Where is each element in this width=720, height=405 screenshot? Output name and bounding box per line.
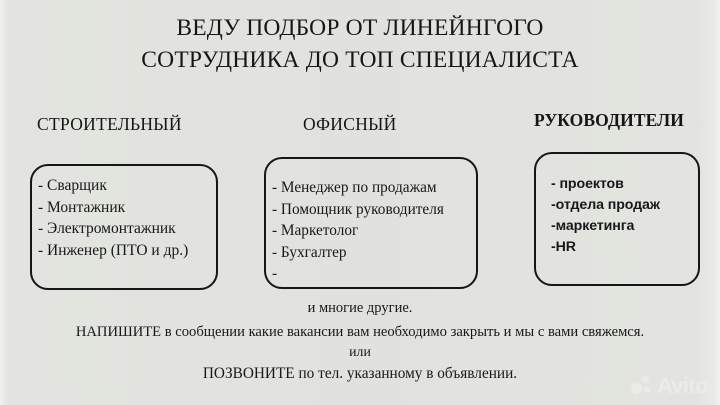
page-title-line-1: ВЕДУ ПОДБОР ОТ ЛИНЕЙНГОГО [176, 15, 544, 41]
list-office: - Менеджер по продажам - Помощник руково… [272, 177, 444, 285]
footer-block: и многие другие. НАПИШИТЕ в сообщении ка… [0, 299, 720, 385]
category-box-office [264, 157, 478, 289]
column-header-office: ОФИСНЫЙ [303, 114, 397, 134]
column-header-managers: РУКОВОДИТЕЛИ [534, 110, 684, 130]
footer-many-more: и многие другие. [307, 300, 413, 316]
list-item: - Помощник руководителя [272, 200, 444, 218]
footer-call-instruction: ПОЗВОНИТЕ по тел. указанному в объявлени… [202, 365, 518, 382]
category-box-construction [30, 164, 218, 290]
list-item: -маркетинга [551, 218, 635, 234]
list-item: - Инженер (ПТО и др.) [38, 241, 189, 259]
list-item: -отдела продаж [551, 197, 660, 213]
category-box-managers [534, 152, 700, 286]
list-item: -HR [551, 239, 576, 255]
page-title-line-2: СОТРУДНИКА ДО ТОП СПЕЦИАЛИСТА [141, 47, 579, 73]
list-item: - Сварщик [38, 177, 107, 194]
list-item: - Монтажник [38, 198, 126, 216]
column-header-construction: СТРОИТЕЛЬНЫЙ [37, 114, 182, 134]
list-item: - Электромонтажник [38, 220, 176, 237]
footer-write-instruction: НАПИШИТЕ в сообщении какие вакансии вам … [75, 324, 645, 340]
list-managers: - проектов -отдела продаж -маркетинга -H… [551, 174, 660, 258]
page-title: ВЕДУ ПОДБОР ОТ ЛИНЕЙНГОГО СОТРУДНИКА ДО … [0, 12, 720, 76]
list-item: - Маркетолог [272, 222, 359, 239]
footer-or: или [349, 344, 371, 359]
list-item: - проектов [551, 176, 624, 192]
list-item: - Бухгалтер [272, 243, 347, 261]
list-item: - Менеджер по продажам [272, 179, 437, 196]
list-construction: - Сварщик - Монтажник - Электромонтажник… [38, 175, 188, 261]
list-item: - [272, 265, 278, 282]
